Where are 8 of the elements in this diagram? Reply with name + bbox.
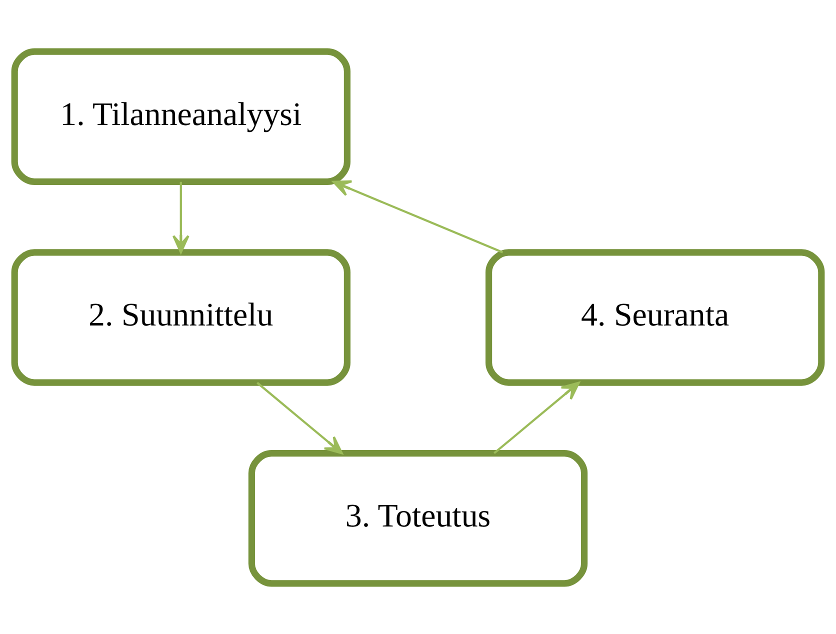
node-box: 3. Toteutus: [248, 450, 588, 586]
arrow: [256, 381, 343, 454]
node-box: 1. Tilanneanalyysi: [11, 48, 350, 184]
node-box: 4. Seuranta: [486, 248, 825, 386]
arrow: [172, 181, 190, 253]
arrow: [332, 180, 504, 253]
arrow: [494, 381, 580, 454]
node-box: 2. Suunnittelu: [11, 248, 350, 386]
